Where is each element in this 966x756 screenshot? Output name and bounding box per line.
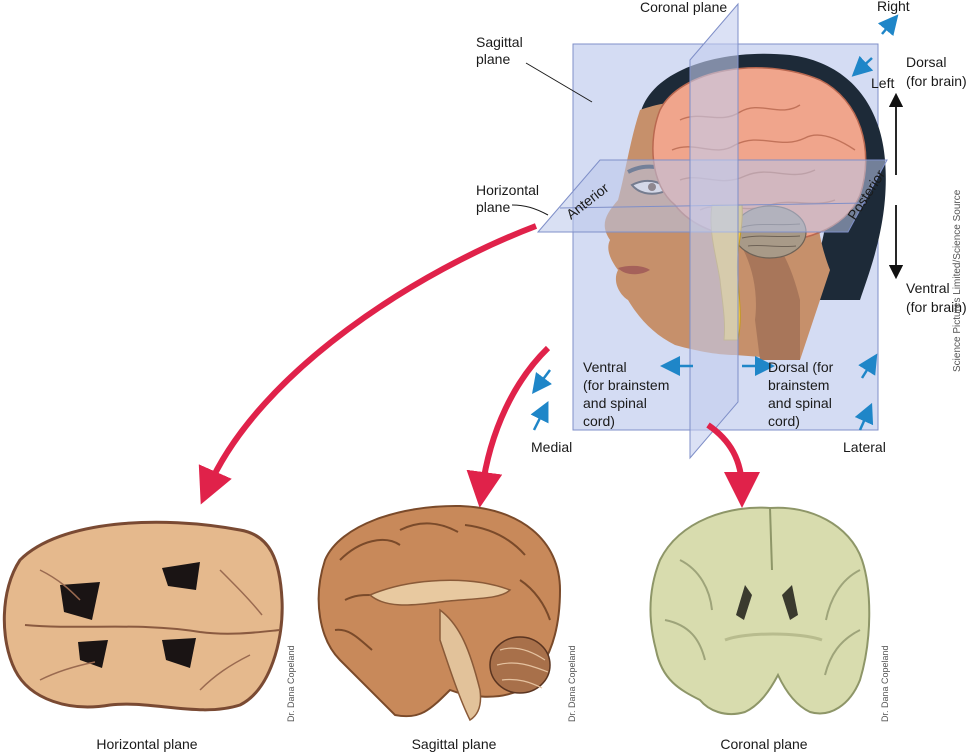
- coronal-plane-caption: Coronal plane: [720, 736, 808, 752]
- horizontal-plane-label-line2: plane: [476, 199, 511, 215]
- dorsal-brain-label-line2: (for brain): [906, 73, 966, 89]
- lateral-arrow-upper: [858, 353, 878, 379]
- red-arrow-sagittal: [466, 345, 551, 508]
- dorsal-stem-label-line2: brainstem: [768, 377, 830, 393]
- horizontal-leader-line: [511, 204, 549, 216]
- photo2-credit: Dr. Dana Copeland: [567, 645, 577, 722]
- dorsal-stem-label-line4: cord): [768, 413, 800, 429]
- dorsal-brain-label-line1: Dorsal: [906, 54, 947, 70]
- photo3-credit: Dr. Dana Copeland: [880, 645, 890, 722]
- ventral-stem-label-line3: and spinal: [583, 395, 647, 411]
- photo1-credit: Dr. Dana Copeland: [286, 645, 296, 722]
- ventral-brain-label-line2: (for brain): [906, 299, 966, 315]
- ventral-stem-label-line1: Ventral: [583, 359, 627, 375]
- sagittal-plane-caption: Sagittal plane: [411, 736, 497, 752]
- coronal-section-photo: [649, 506, 871, 716]
- right-arrow: [877, 14, 899, 37]
- red-arrow-coronal: [706, 422, 760, 508]
- dorsal-stem-label-line3: and spinal: [768, 395, 832, 411]
- sagittal-section-photo: [317, 504, 562, 722]
- red-arrow-horizontal: [198, 223, 538, 505]
- ventral-stem-label-line2: (for brainstem: [583, 377, 670, 393]
- science-source-credit: Science Pictures Limited/Science Source: [952, 189, 963, 372]
- sagittal-plane-label-line1: Sagittal: [476, 34, 523, 50]
- left-arrow: [851, 55, 874, 77]
- horizontal-plane-caption: Horizontal plane: [96, 736, 198, 752]
- lateral-label: Lateral: [843, 439, 886, 455]
- lateral-arrow-lower: [854, 402, 874, 431]
- sagittal-plane-label-line2: plane: [476, 51, 511, 67]
- coronal-plane-label: Coronal plane: [640, 0, 728, 15]
- horizontal-section-photo: [2, 520, 284, 712]
- medial-arrow-lower: [530, 401, 549, 431]
- coronal-plane: [689, 2, 739, 460]
- ventral-brain-label-line1: Ventral: [906, 280, 950, 296]
- sagittal-leader-line: [525, 62, 593, 103]
- left-label: Left: [871, 75, 895, 91]
- right-label: Right: [877, 0, 910, 14]
- ventral-stem-label-line4: cord): [583, 413, 615, 429]
- horizontal-plane-label-line1: Horizontal: [476, 182, 540, 198]
- dorsal-stem-label-line1: Dorsal (for: [768, 359, 834, 375]
- medial-arrow-upper: [532, 369, 552, 394]
- medial-label: Medial: [531, 439, 573, 455]
